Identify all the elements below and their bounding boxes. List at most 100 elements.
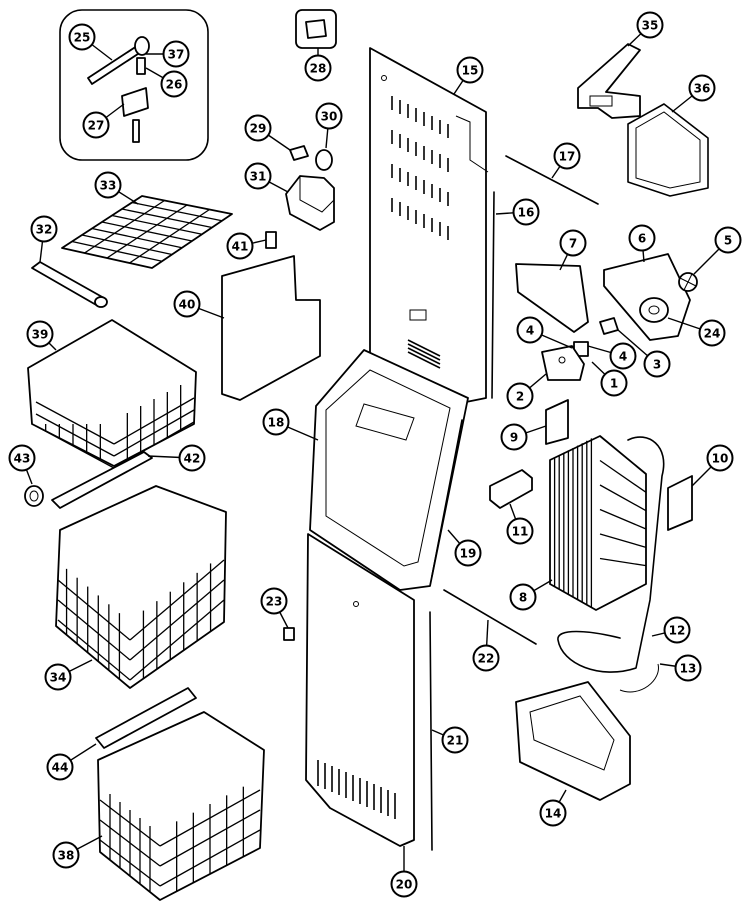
callout-17: 17 [553, 142, 581, 170]
callout-number: 42 [184, 452, 201, 466]
callout-number: 2 [516, 390, 524, 404]
callout-circle [472, 644, 500, 672]
callout-circle [506, 517, 534, 545]
callout-35: 35 [636, 11, 664, 39]
callout-number: 33 [100, 179, 117, 193]
callout-22: 22 [472, 644, 500, 672]
part-11-block [489, 469, 533, 509]
callout-number: 27 [88, 119, 105, 133]
part-15-panel [369, 47, 489, 405]
callout-number: 38 [58, 849, 75, 863]
callout-circle [456, 56, 484, 84]
callout-number: 14 [545, 807, 562, 821]
callout-13: 13 [674, 654, 702, 682]
callout-circle [698, 319, 726, 347]
callout-circle [628, 224, 656, 252]
callout-circle [643, 350, 671, 378]
part-43-knob [24, 485, 44, 507]
callout-number: 43 [14, 452, 31, 466]
callout-circle [539, 799, 567, 827]
callout-number: 9 [510, 431, 518, 445]
callout-circle [500, 423, 528, 451]
callout-number: 31 [250, 170, 267, 184]
callout-number: 15 [462, 64, 479, 78]
part-18-housing [309, 349, 469, 591]
callout-number: 22 [478, 652, 495, 666]
callout-11: 11 [506, 517, 534, 545]
callout-42: 42 [178, 444, 206, 472]
callout-circle [44, 663, 72, 691]
callout-number: 5 [724, 234, 732, 248]
callout-circle [636, 11, 664, 39]
callout-2: 2 [506, 382, 534, 410]
callout-number: 30 [321, 110, 338, 124]
callout-number: 32 [36, 223, 53, 237]
callout-38: 38 [52, 841, 80, 869]
callout-36: 36 [688, 74, 716, 102]
callout-circle [162, 40, 190, 68]
callout-circle [244, 114, 272, 142]
callout-40: 40 [173, 290, 201, 318]
callout-19: 19 [454, 539, 482, 567]
callout-circle [454, 539, 482, 567]
callout-number: 16 [518, 206, 535, 220]
callout-circle [390, 870, 418, 898]
callout-34: 34 [44, 663, 72, 691]
callout-circle [46, 753, 74, 781]
callout-number: 10 [712, 452, 729, 466]
callout-number: 25 [74, 31, 91, 45]
callout-25: 25 [68, 23, 96, 51]
callout-circle [674, 654, 702, 682]
callout-circle [559, 229, 587, 257]
callout-circle [226, 232, 254, 260]
callout-number: 7 [569, 237, 577, 251]
callout-circle [262, 408, 290, 436]
part-29-30-31 [285, 145, 335, 231]
callout-number: 4 [619, 350, 627, 364]
callout-circle [30, 215, 58, 243]
part-36-gasket [627, 103, 709, 197]
callout-9: 9 [500, 423, 528, 451]
callout-number: 39 [32, 328, 49, 342]
callout-circle [304, 54, 332, 82]
part-16-strip [491, 191, 495, 399]
callout-circle [178, 444, 206, 472]
callout-number: 8 [519, 591, 527, 605]
callout-20: 20 [390, 870, 418, 898]
callout-circle [553, 142, 581, 170]
part-35-bracket [577, 43, 641, 119]
callout-30: 30 [315, 102, 343, 130]
callout-circle [173, 290, 201, 318]
callout-circle [244, 162, 272, 190]
callout-28: 28 [304, 54, 332, 82]
callout-number: 36 [694, 82, 711, 96]
callout-number: 26 [166, 78, 183, 92]
part-5-fan [678, 272, 698, 292]
callout-7: 7 [559, 229, 587, 257]
part-8-evaporator [549, 435, 647, 611]
callout-number: 20 [396, 878, 413, 892]
part-19-strip [431, 419, 463, 577]
callout-number: 21 [447, 734, 464, 748]
inset-box [59, 9, 209, 161]
callout-32: 32 [30, 215, 58, 243]
callout-41: 41 [226, 232, 254, 260]
callout-23: 23 [260, 587, 288, 615]
callout-circle [600, 369, 628, 397]
callout-8: 8 [509, 583, 537, 611]
callout-10: 10 [706, 444, 734, 472]
callout-44: 44 [46, 753, 74, 781]
callout-circle [260, 587, 288, 615]
callout-4: 4 [516, 316, 544, 344]
callout-5: 5 [714, 226, 742, 254]
callout-number: 4 [526, 324, 534, 338]
callout-37: 37 [162, 40, 190, 68]
callout-number: 37 [168, 48, 185, 62]
part-38-basket [97, 711, 265, 901]
callout-31: 31 [244, 162, 272, 190]
part-20-panel [305, 533, 415, 847]
part-14-pan [515, 681, 631, 801]
callout-6: 6 [628, 224, 656, 252]
part-33-shelf [61, 195, 233, 269]
callout-number: 13 [680, 662, 697, 676]
